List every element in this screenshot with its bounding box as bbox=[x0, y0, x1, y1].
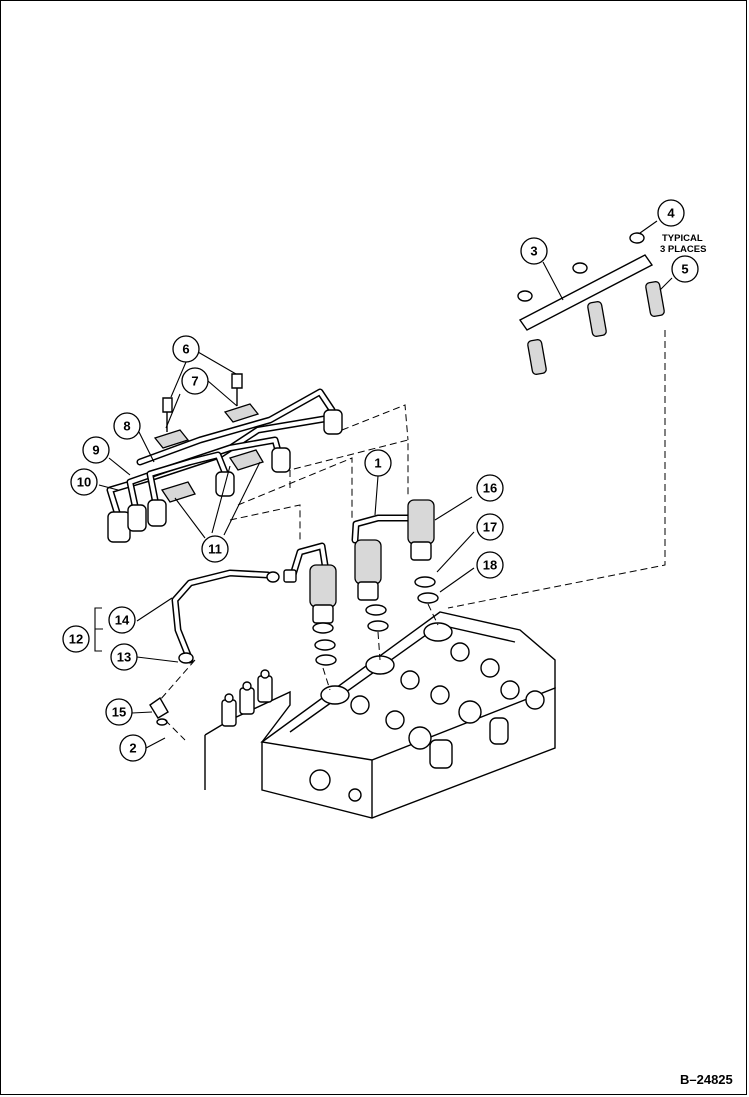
callout-label: 16 bbox=[483, 481, 497, 496]
callout-label: 11 bbox=[208, 542, 222, 557]
callout-5: 5 bbox=[671, 255, 699, 283]
return-hose bbox=[149, 569, 297, 726]
injector-middle bbox=[351, 514, 412, 632]
assembly-lines bbox=[159, 330, 666, 741]
injection-pipes bbox=[106, 373, 343, 543]
callout-label: 14 bbox=[115, 613, 130, 628]
leader-lines bbox=[94, 220, 673, 749]
callout-10: 10 bbox=[70, 468, 98, 496]
callout-1: 1 bbox=[364, 449, 392, 477]
callout-15: 15 bbox=[105, 698, 133, 726]
callout-label: 7 bbox=[191, 374, 198, 389]
injection-pump-block bbox=[204, 669, 291, 790]
callout-9: 9 bbox=[82, 436, 110, 464]
callout-label: 1 bbox=[374, 456, 381, 471]
callout-17: 17 bbox=[476, 513, 504, 541]
callout-label: 4 bbox=[667, 206, 675, 221]
callout-3: 3 bbox=[520, 237, 548, 265]
cylinder-head bbox=[260, 611, 556, 819]
callout-label: 12 bbox=[69, 632, 83, 647]
callout-13: 13 bbox=[110, 643, 138, 671]
callout-label: 3 bbox=[530, 244, 537, 259]
callout-8: 8 bbox=[113, 412, 141, 440]
callout-label: 9 bbox=[92, 443, 99, 458]
callout-16: 16 bbox=[476, 474, 504, 502]
callout-label: 17 bbox=[483, 520, 497, 535]
note-line-1: TYPICAL bbox=[662, 233, 703, 244]
callout-14: 14 bbox=[108, 606, 136, 634]
nozzle-bracket bbox=[517, 232, 665, 375]
callout-4: 4 bbox=[657, 199, 685, 227]
figure-number: B–24825 bbox=[680, 1072, 733, 1087]
injector-left bbox=[288, 542, 337, 666]
callout-7: 7 bbox=[181, 367, 209, 395]
callout-2: 2 bbox=[119, 734, 147, 762]
callout-label: 18 bbox=[483, 558, 497, 573]
callout-6: 6 bbox=[172, 335, 200, 363]
callout-11: 11 bbox=[201, 535, 229, 563]
callout-label: 2 bbox=[129, 741, 136, 756]
callout-label: 8 bbox=[123, 419, 130, 434]
callout-12: 12 bbox=[62, 625, 90, 653]
callout-label: 13 bbox=[117, 650, 131, 665]
callout-label: 5 bbox=[681, 262, 688, 277]
callout-label: 15 bbox=[112, 705, 126, 720]
injector-right bbox=[407, 499, 439, 604]
note-line-2: 3 PLACES bbox=[660, 244, 706, 255]
callout-label: 10 bbox=[77, 475, 91, 490]
callout-18: 18 bbox=[476, 551, 504, 579]
callout-label: 6 bbox=[182, 342, 189, 357]
